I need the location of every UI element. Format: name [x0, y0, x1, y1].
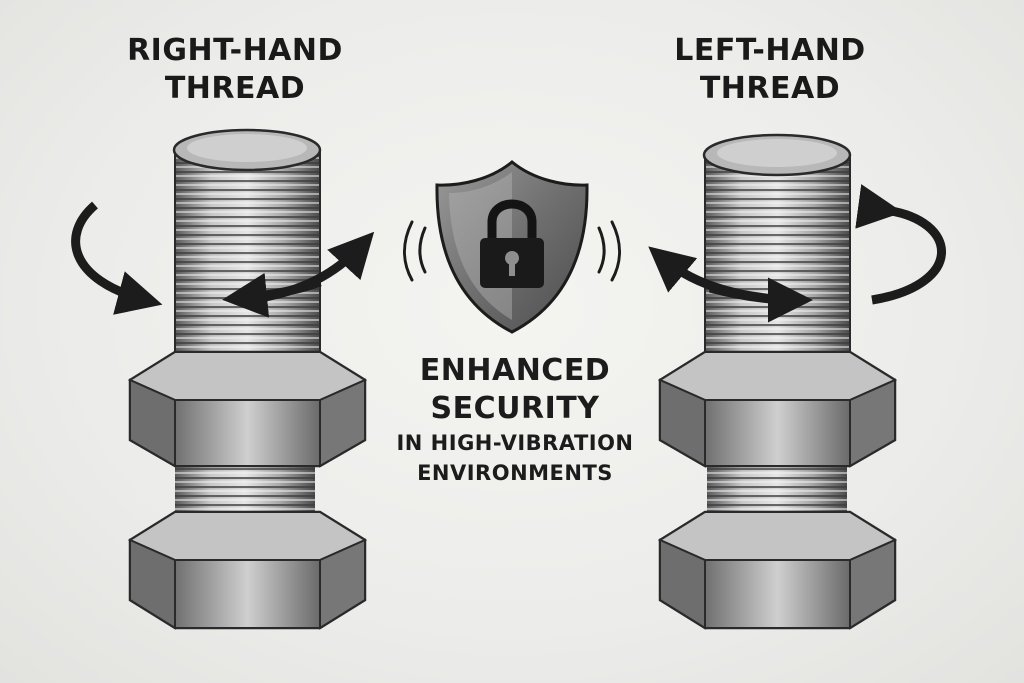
- right-hand-label-line2: THREAD: [164, 71, 306, 106]
- left-hand-bolt: [702, 133, 852, 535]
- security-caption: ENHANCED SECURITY IN HIGH-VIBRATION ENVI…: [360, 352, 670, 488]
- curved-rotation-arrow-icon: [71, 201, 163, 315]
- caption-line2: SECURITY: [430, 391, 600, 426]
- left-hand-label-line1: LEFT-HAND: [674, 33, 866, 68]
- right-hand-bolt: [172, 128, 322, 535]
- left-hand-label-line2: THREAD: [699, 71, 841, 106]
- right-hand-label-line1: RIGHT-HAND: [127, 33, 343, 68]
- caption-line3: IN HIGH-VIBRATION: [396, 431, 634, 455]
- hex-nut-upper-right-hand: [127, 350, 368, 468]
- left-hand-thread-label: LEFT-HAND THREAD: [640, 32, 900, 108]
- curved-rotation-arrow-icon: [708, 277, 813, 323]
- right-hand-thread-label: RIGHT-HAND THREAD: [110, 32, 360, 108]
- vibration-marks-icon: [403, 220, 621, 282]
- hex-nut-upper-left-hand: [657, 350, 898, 468]
- curved-rotation-arrow-icon: [855, 184, 946, 305]
- caption-line1: ENHANCED: [419, 353, 611, 388]
- shield-padlock-icon: [435, 160, 589, 334]
- curved-rotation-arrow-icon: [222, 272, 322, 318]
- hex-nut-lower-left-hand: [657, 510, 898, 630]
- caption-line4: ENVIRONMENTS: [417, 461, 613, 485]
- hex-nut-lower-right-hand: [127, 510, 368, 630]
